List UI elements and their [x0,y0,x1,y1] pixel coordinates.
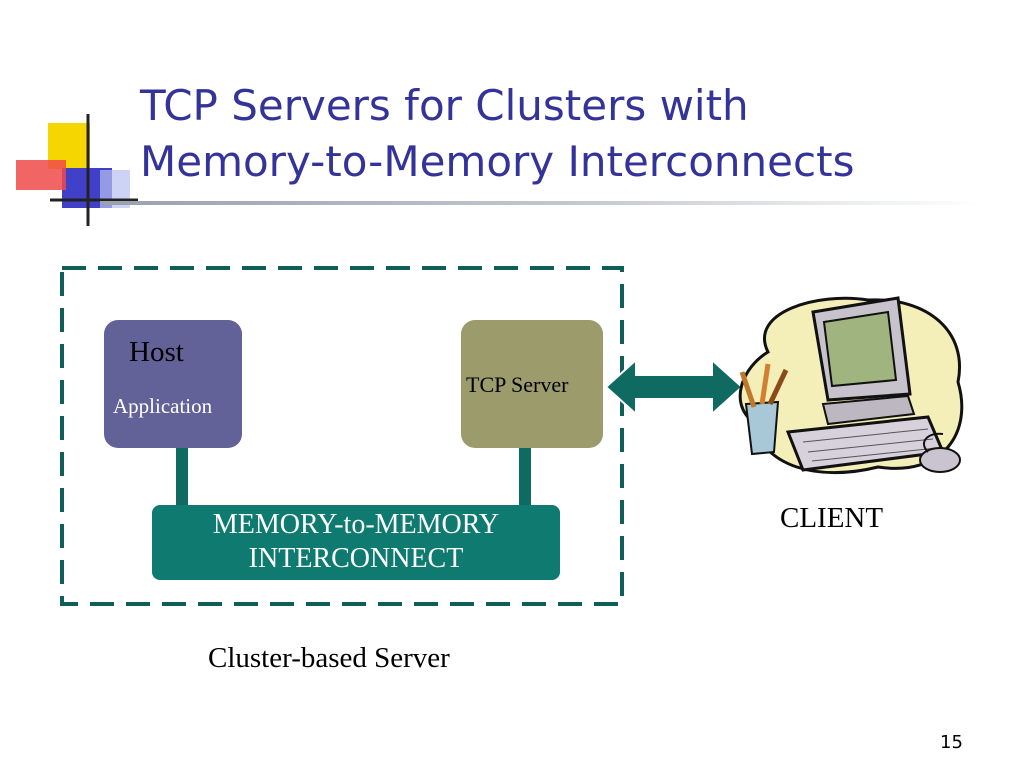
slide-title-line1: TCP Servers for Clusters with [140,81,749,130]
interconnect-label-line1: MEMORY-to-MEMORY [212,509,500,540]
memory-interconnect-bar: MEMORY-to-MEMORY INTERCONNECT [152,505,560,580]
page-number: 15 [940,732,963,753]
title-divider [100,201,980,205]
tcp-connector [519,448,531,506]
tcp-server-box: TCP Server [461,320,603,448]
client-label: CLIENT [780,502,884,534]
interconnect-label-line2: INTERCONNECT [248,543,464,574]
client-computer-icon [738,296,964,475]
application-label: Application [113,394,213,418]
cluster-boundary [60,266,624,606]
slide-title: TCP Servers for Clusters with Memory-to-… [140,78,1000,190]
slide-title-line2: Memory-to-Memory Interconnects [140,137,855,186]
host-application-box: Host Application [104,320,242,448]
bidirectional-arrow-icon [604,358,744,416]
slide-logo-decoration [16,114,138,226]
host-label: Host [129,336,184,368]
cluster-label: Cluster-based Server [208,642,450,674]
tcp-server-label: TCP Server [466,372,569,397]
host-connector [176,448,188,506]
